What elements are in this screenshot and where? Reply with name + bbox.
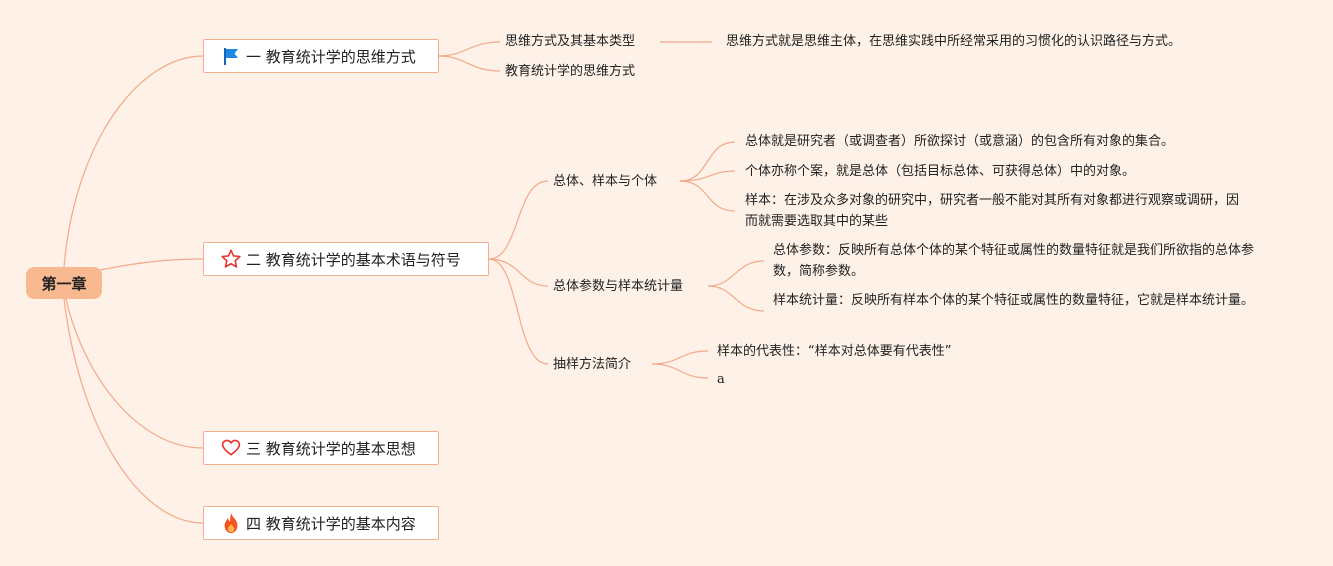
leaf-sample-representativeness[interactable]: 样本的代表性：“样本对总体要有代表性”	[717, 344, 952, 359]
fire-icon	[220, 512, 242, 534]
link-root-topic-4	[63, 298, 204, 524]
link-topic2-sub1	[488, 180, 549, 260]
heart-outline-icon	[220, 437, 242, 459]
link-topic1-child1	[438, 41, 501, 57]
topic-node-1[interactable]: 一 教育统计学的思维方式	[203, 39, 439, 73]
link-sub1-leaf1	[679, 141, 736, 182]
subtopic-population-sample-individual[interactable]: 总体、样本与个体	[553, 174, 658, 189]
note-thinking-definition[interactable]: 思维方式就是思维主体，在思维实践中所经常采用的习惯化的认识路径与方式。	[726, 34, 1182, 49]
root-label: 第一章	[41, 274, 87, 293]
topic-node-2[interactable]: 二 教育统计学的基本术语与符号	[203, 242, 489, 276]
leaf-sample-statistic[interactable]: 样本统计量：反映所有样本个体的某个特征或属性的数量特征，它就是样本统计量。	[773, 293, 1255, 308]
subtopic-parameter-statistic[interactable]: 总体参数与样本统计量	[553, 279, 684, 294]
link-root-topic-3	[65, 298, 204, 449]
link-sub1-leaf2	[679, 170, 736, 182]
link-sub3-leaf2	[651, 363, 709, 379]
subtopic-sampling-methods[interactable]: 抽样方法简介	[553, 357, 632, 372]
link-root-topic-2	[99, 258, 204, 271]
topic-node-3[interactable]: 三 教育统计学的基本思想	[203, 431, 439, 465]
link-root-topic-1	[63, 55, 204, 268]
root-node[interactable]: 第一章	[26, 267, 102, 299]
leaf-individual-definition[interactable]: 个体亦称个案，就是总体（包括目标总体、可获得总体）中的对象。	[745, 164, 1136, 179]
topic-label: 二 教育统计学的基本术语与符号	[246, 250, 461, 269]
link-sub2-leaf2	[707, 285, 765, 312]
link-sub3-leaf1	[651, 350, 709, 365]
topic-label: 四 教育统计学的基本内容	[246, 514, 416, 533]
topic-node-4[interactable]: 四 教育统计学的基本内容	[203, 506, 439, 540]
leaf-placeholder-a[interactable]: a	[717, 372, 725, 387]
leaf-population-definition[interactable]: 总体就是研究者（或调查者）所欲探讨（或意涵）的包含所有对象的集合。	[745, 134, 1175, 149]
leaf-sample-definition[interactable]: 样本：在涉及众多对象的研究中，研究者一般不能对其所有对象都进行观察或调研，因而就…	[745, 193, 1240, 229]
link-topic2-sub2	[488, 258, 549, 287]
subtopic-thinking-types[interactable]: 思维方式及其基本类型	[505, 34, 636, 49]
star-outline-icon	[220, 248, 242, 270]
link-sub1-leaf3	[679, 180, 736, 212]
link-topic1-child2	[438, 55, 501, 72]
topic-label: 一 教育统计学的思维方式	[246, 47, 416, 66]
blue-flag-icon	[220, 45, 242, 67]
leaf-population-parameter[interactable]: 总体参数：反映所有总体个体的某个特征或属性的数量特征就是我们所欲指的总体参数，简…	[773, 243, 1255, 279]
topic-label: 三 教育统计学的基本思想	[246, 439, 416, 458]
subtopic-edu-stat-thinking[interactable]: 教育统计学的思维方式	[505, 64, 636, 79]
link-sub2-leaf1	[707, 260, 765, 287]
link-topic2-sub3	[488, 258, 549, 365]
